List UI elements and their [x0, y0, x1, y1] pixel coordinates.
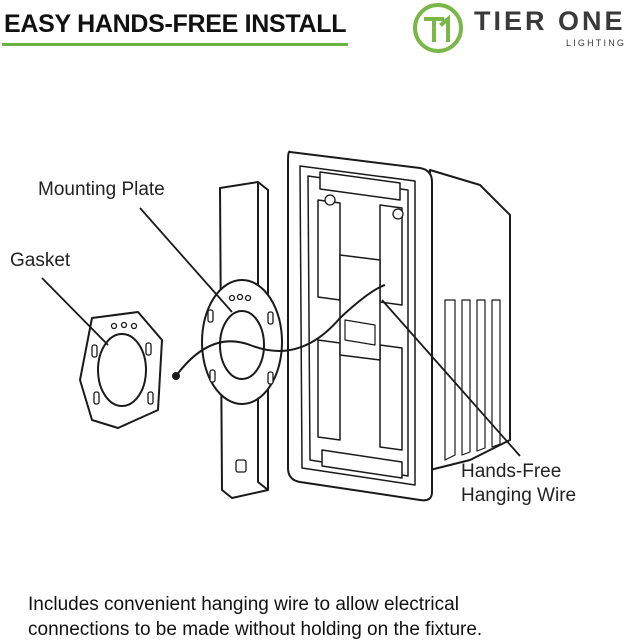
label-mounting-plate: Mounting Plate	[38, 179, 165, 200]
caption-line1: Includes convenient hanging wire to allo…	[28, 594, 459, 615]
caption: Includes convenient hanging wire to allo…	[28, 592, 638, 642]
install-diagram	[41, 150, 521, 502]
fixture-backplate	[287, 150, 433, 502]
label-hanging-wire-line1: Hands-Free	[461, 461, 562, 482]
label-hanging-wire: Hands-Free Hanging Wire	[461, 460, 576, 508]
wire-end-dot	[172, 372, 180, 380]
label-gasket: Gasket	[10, 250, 71, 271]
leader-hanging-wire	[381, 299, 521, 457]
tier-one-logo-mark	[413, 3, 463, 53]
leader-gasket	[41, 277, 109, 346]
logo-name: TIER ONE	[474, 6, 626, 36]
brand-logo: TIER ONE LIGHTING	[412, 2, 638, 54]
leader-mounting-plate	[139, 207, 233, 313]
logo-subtitle: LIGHTING	[566, 38, 627, 48]
title-underline	[2, 43, 348, 46]
page-title: EASY HANDS-FREE INSTALL	[4, 10, 347, 38]
caption-line2: connections to be made without holding o…	[28, 619, 483, 640]
mounting-plate	[201, 181, 283, 499]
fixture-housing-side	[429, 169, 511, 471]
gasket	[79, 311, 163, 429]
hanging-wire	[175, 284, 386, 377]
label-hanging-wire-line2: Hanging Wire	[461, 484, 577, 506]
